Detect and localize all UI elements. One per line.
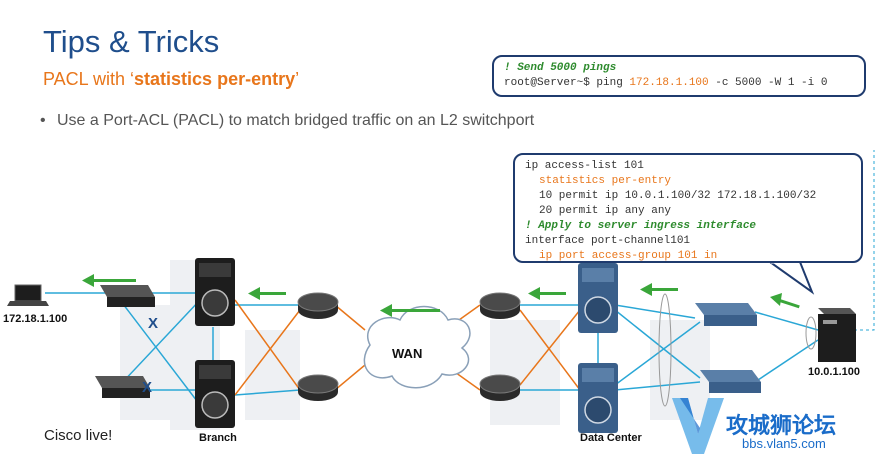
- watermark-cn: 攻城狮论坛: [726, 414, 837, 439]
- subtitle-prefix: PACL with ‘: [43, 69, 135, 89]
- ping-command-box: ! Send 5000 pings root@Server~$ ping 172…: [492, 55, 866, 97]
- arrow-left-icon: [528, 287, 566, 300]
- slide-subtitle: PACL with ‘statistics per-entry’: [43, 69, 299, 90]
- ping-prompt: root@Server~$ ping: [504, 77, 630, 89]
- acl-line-1: ip access-list 101: [525, 160, 644, 172]
- branch-access-switch-top: [100, 285, 155, 307]
- router-icons: [297, 292, 521, 401]
- wan-label: WAN: [392, 346, 422, 361]
- dc-access-switch-top: [695, 303, 757, 326]
- network-diagram: X X WAN: [7, 150, 875, 433]
- blocked-marker-top: X: [148, 315, 158, 332]
- orange-links: [234, 299, 581, 396]
- ping-comment: ! Send 5000 pings: [504, 62, 617, 74]
- acl-line-4: 20 permit ip any any: [539, 205, 672, 217]
- arrow-left-icon: [380, 304, 440, 317]
- watermark: 攻城狮论坛 bbs.vlan5.com: [670, 392, 876, 457]
- acl-line-7: ip port access-group 101 in: [539, 250, 718, 262]
- router-branch-top: [297, 292, 339, 319]
- blocked-marker-bottom: X: [142, 379, 152, 396]
- laptop-icon: [7, 284, 49, 306]
- cisco-live-logo: Cisco live!: [44, 427, 113, 444]
- acl-line-3: 10 permit ip 10.0.1.100/32 172.18.1.100/…: [539, 190, 817, 202]
- arrow-left-icon: [770, 293, 800, 309]
- arrow-left-icon: [248, 287, 286, 300]
- watermark-url: bbs.vlan5.com: [742, 436, 826, 451]
- dc-access-switch-bottom: [700, 370, 761, 393]
- acl-line-5: ! Apply to server ingress interface: [525, 220, 757, 232]
- port-channel-rings: [658, 293, 817, 407]
- traffic-arrows: [82, 274, 800, 317]
- bullet-marker: •: [40, 112, 46, 129]
- ping-args: -c 5000 -W 1 -i 0: [708, 77, 828, 89]
- branch-switch-stack: [195, 258, 235, 428]
- arrow-left-icon: [82, 274, 136, 287]
- ping-command-line: root@Server~$ ping 172.18.1.100 -c 5000 …: [504, 76, 854, 91]
- v5-logo-icon: [672, 398, 724, 454]
- acl-line-6: interface port-channel101: [525, 235, 691, 247]
- subtitle-bold: statistics per-entry: [134, 69, 296, 89]
- bullet-text: Use a Port-ACL (PACL) to match bridged t…: [57, 112, 535, 129]
- acl-line-2: statistics per-entry: [539, 175, 672, 187]
- branch-access-switch-bottom: [95, 376, 150, 398]
- datacenter-label: Data Center: [580, 432, 642, 444]
- wan-cloud: [363, 305, 471, 389]
- server-icon: [818, 308, 856, 362]
- router-branch-bottom: [297, 374, 339, 401]
- host-left-ip: 172.18.1.100: [3, 313, 68, 325]
- acl-config-box: ip access-list 101 statistics per-entry …: [513, 153, 863, 263]
- ping-target-ip: 172.18.1.100: [629, 77, 709, 89]
- router-dc-bottom: [479, 374, 521, 401]
- slide-title: Tips & Tricks: [43, 24, 220, 59]
- access-switches: [95, 285, 761, 398]
- blue-links: [45, 292, 819, 406]
- arrow-left-icon: [640, 283, 678, 296]
- branch-label: Branch: [199, 432, 237, 444]
- callout-pointer: [766, 261, 815, 295]
- router-dc-top: [479, 292, 521, 319]
- dc-switch-stack: [578, 263, 618, 433]
- subtitle-suffix: ’: [295, 69, 300, 89]
- host-right-ip: 10.0.1.100: [808, 366, 860, 378]
